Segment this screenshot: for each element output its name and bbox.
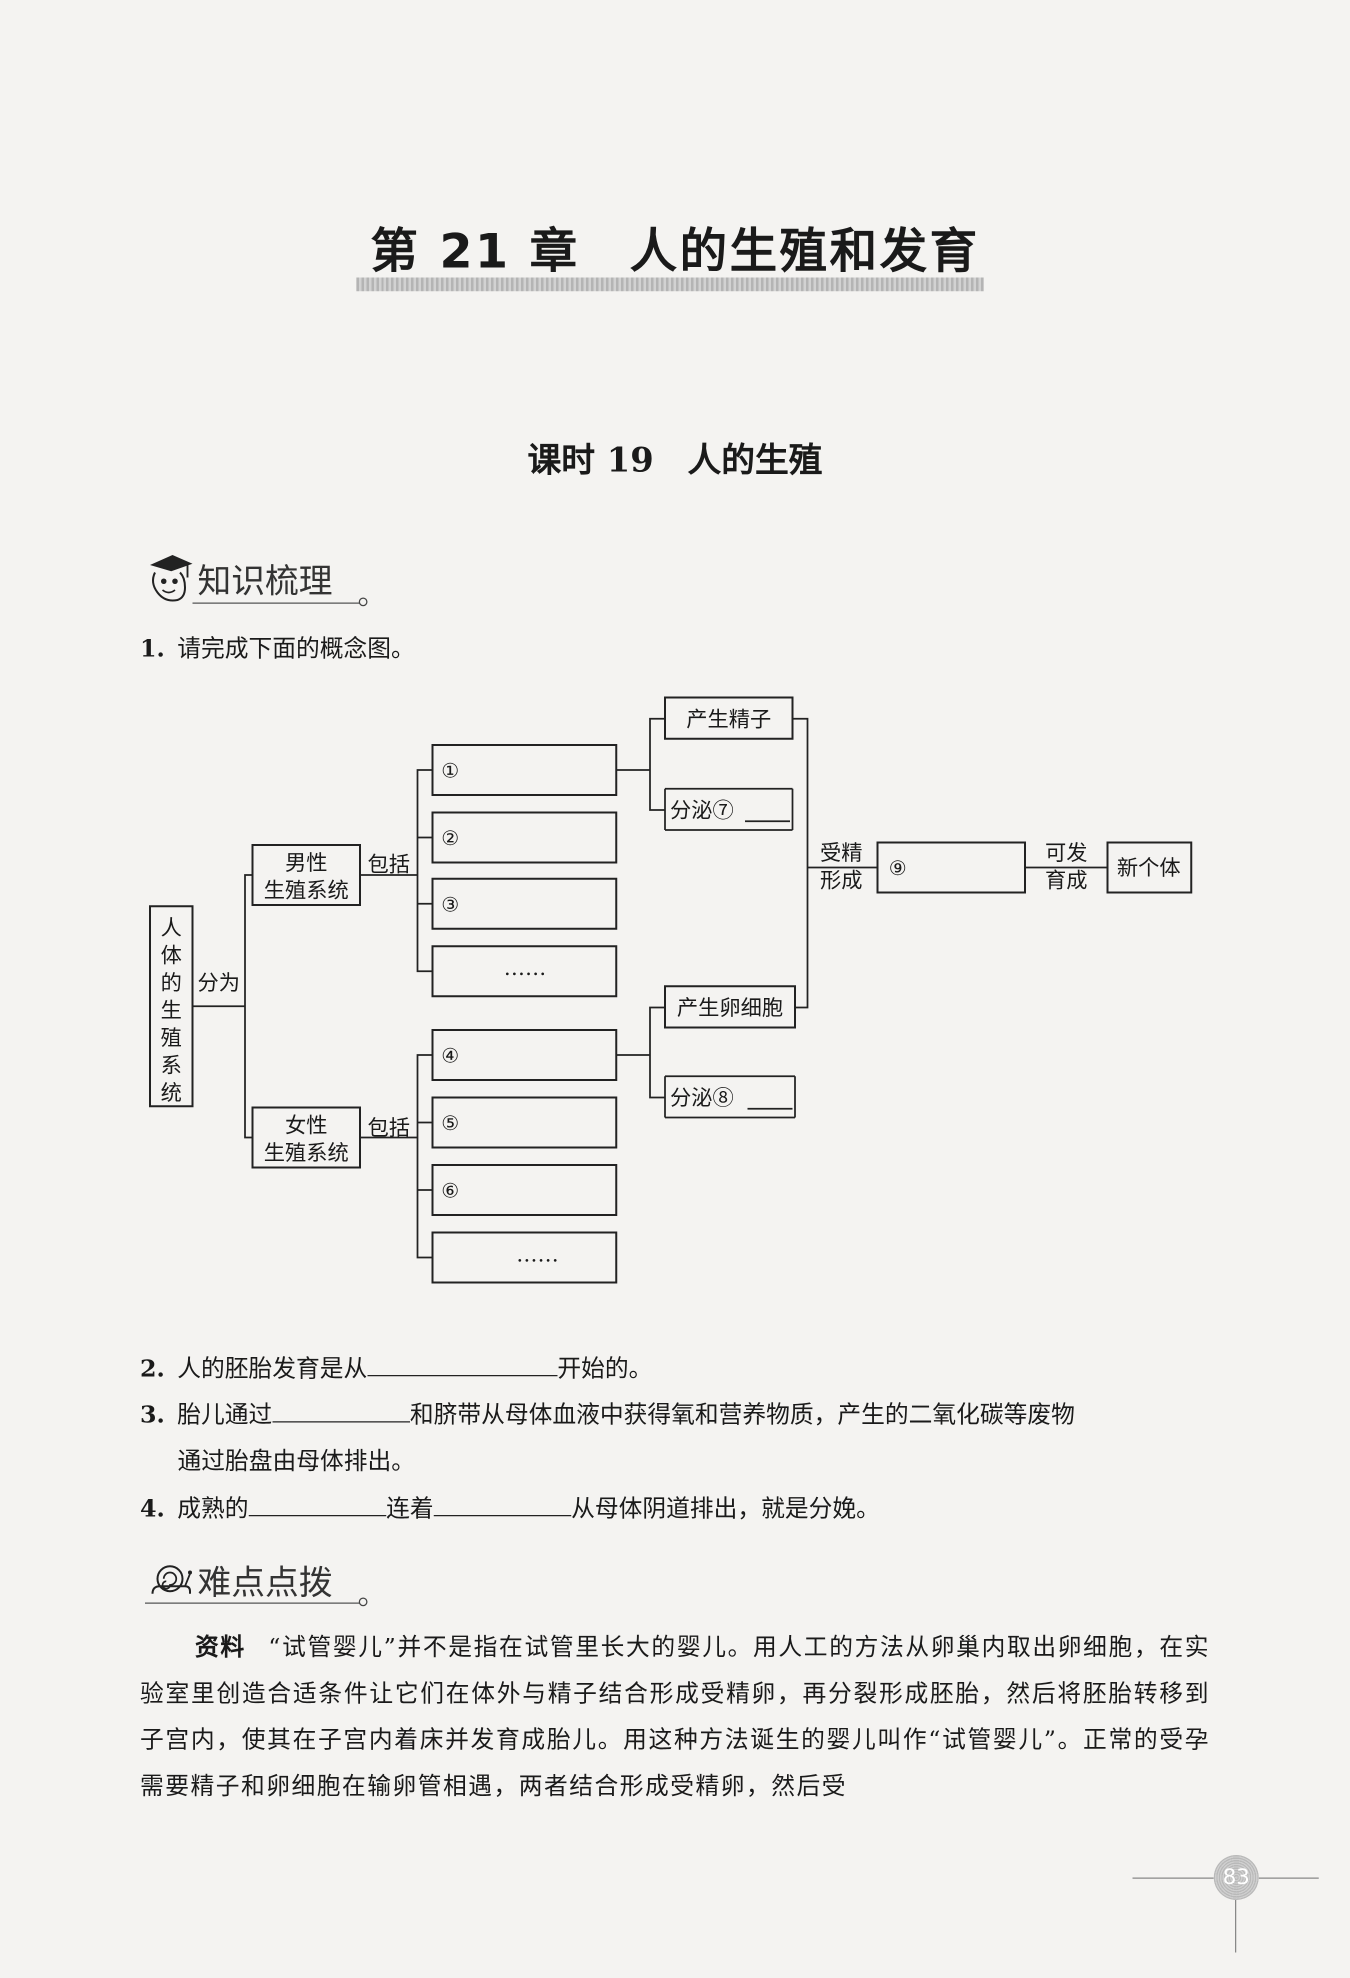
root-char: 体 [161,944,182,969]
female-organ-box [431,1231,618,1284]
section-knowledge-rule [192,602,360,604]
section-knowledge-dot [358,597,368,607]
section-knowledge: 知识梳理 [145,550,333,605]
female-organ-box [431,1029,618,1081]
material-paragraph: 资料“试管婴儿”并不是指在试管里长大的婴儿。用人工的方法从卵巢内取出卵细胞，在实… [140,1625,1210,1810]
male-organ-label: ② [441,826,459,850]
new-individual-box [1106,841,1193,894]
root-edge-label: 分为 [198,971,241,996]
male-system-label: 生殖系统 [264,879,349,904]
sperm-output-label: 产生精子 [686,707,771,732]
female-edge-label: 包括 [368,1116,411,1141]
female-system-label: 生殖系统 [264,1141,349,1166]
material-text: “试管婴儿”并不是指在试管里长大的婴儿。用人工的方法从卵巢内取出卵细胞，在实验室… [140,1633,1210,1800]
male-hormone-label: 分泌⑦ [670,799,734,824]
male-organ-box [431,744,618,796]
male-organ-label: …… [504,956,547,981]
root-char: 统 [161,1081,182,1106]
bracket-female [416,1054,433,1259]
female-organ-label: ⑤ [441,1111,459,1135]
new-individual-label: 新个体 [1117,856,1181,881]
male-system-label: 男性 [285,851,328,876]
answer-blank[interactable] [367,1353,558,1377]
section-difficulty-rule [145,1602,360,1604]
male-organ-label: ① [441,759,459,783]
lesson-title: 课时 19 人的生殖 [527,441,823,480]
zygote-label: ⑨ [889,856,907,880]
root-char: 生 [161,999,182,1024]
section-knowledge-heading: 知识梳理 [197,561,333,601]
answer-blank[interactable] [272,1399,410,1423]
female-organ-label: …… [516,1242,559,1267]
answer-blank[interactable] [433,1493,572,1517]
graduate-mascot-icon [150,555,193,602]
page-number: 83 [1213,1855,1259,1900]
male-organ-box [431,945,618,998]
root-char: 系 [161,1054,182,1079]
root-label: 人 体 的 生 殖 系 统 [161,916,182,1106]
bracket-male [416,769,433,973]
question-1: 1.请完成下面的概念图。 [140,635,415,663]
female-organ-box [431,1164,618,1216]
section-difficulty-dot [358,1597,368,1607]
bracket-fertilization [792,717,809,1009]
question-2: 2.人的胚胎发育是从开始的。 [140,1353,652,1386]
snail-icon [151,1565,192,1594]
male-edge-label: 包括 [368,852,411,877]
egg-output-label: 产生卵细胞 [677,996,783,1021]
bracket-female-output [649,1006,665,1099]
female-organ-label: ⑥ [441,1179,459,1203]
fertilization-label: 形成 [820,869,863,894]
bracket-male-output [649,717,665,811]
male-organ-box [431,811,618,864]
section-difficulty: 难点点拨 [145,1551,333,1606]
section-difficulty-heading: 难点点拨 [197,1563,333,1602]
title-underline [356,277,984,292]
page-number-rule [1258,1877,1319,1879]
female-system-label: 女性 [285,1114,328,1139]
male-organ-box [431,877,618,930]
chapter-title: 第 21 章 人的生殖和发育 [370,223,980,279]
page-number-rule [1132,1877,1214,1879]
root-char: 的 [161,971,182,996]
develop-label: 育成 [1045,869,1088,894]
female-organ-box [431,1096,618,1149]
question-4: 4.成熟的连着从母体阴道排出，就是分娩。 [140,1493,880,1526]
female-hormone-label: 分泌⑧ [670,1086,734,1111]
material-lead: 资料 [195,1633,246,1662]
male-organ-label: ③ [441,892,459,916]
question-3: 3.胎儿通过和脐带从母体血液中获得氧和营养物质，产生的二氧化碳等废物 [140,1399,1075,1432]
bracket-root [244,874,253,1139]
root-char: 殖 [161,1026,182,1051]
develop-label: 可发 [1045,841,1088,866]
page-number-stem [1235,1900,1237,1953]
answer-blank[interactable] [248,1493,387,1517]
root-char: 人 [161,916,182,941]
female-organ-label: ④ [441,1044,459,1068]
fertilization-label: 受精 [820,841,863,866]
question-3-continuation: 通过胎盘由母体排出。 [177,1447,416,1476]
